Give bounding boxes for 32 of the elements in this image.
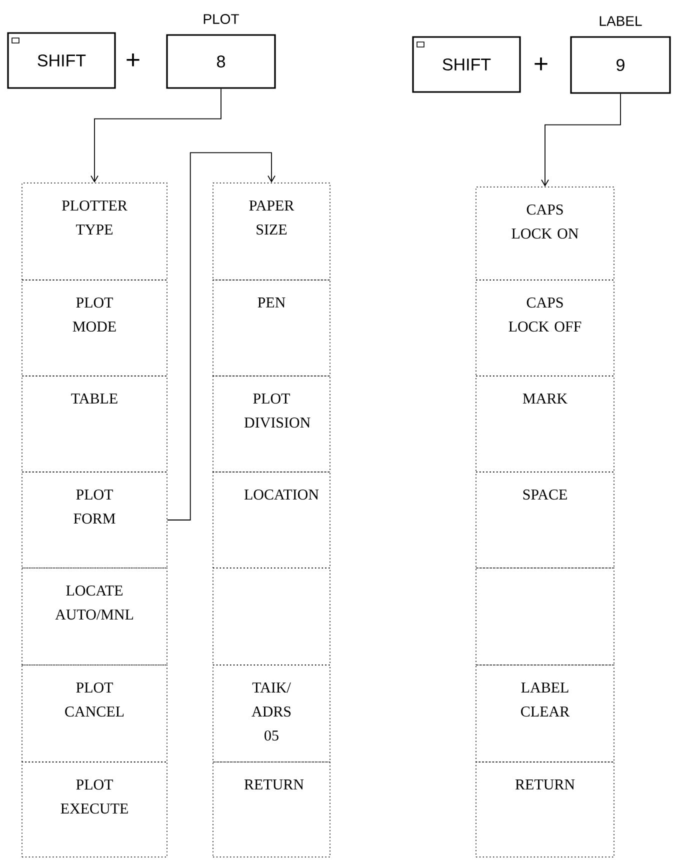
menu-cell: RETURN [212, 762, 330, 858]
key: 9 [570, 36, 671, 94]
key: 8 [166, 34, 276, 89]
empty-cell [476, 568, 614, 666]
arrow [166, 152, 276, 520]
key-caption: LABEL [600, 16, 642, 26]
menu-cell: MARK [476, 376, 614, 472]
menu-cell: LABEL CLEAR [476, 664, 614, 762]
key: SHIFT [7, 32, 116, 89]
menu-cell: PLOTTER TYPE [22, 182, 168, 280]
arrow [90, 88, 222, 183]
menu-cell: PEN [212, 280, 330, 376]
menu-cell: PAPER SIZE [212, 182, 330, 280]
plus-sign: + [534, 58, 548, 70]
arrow [541, 93, 621, 187]
menu-cell: CAPS LOCK OFF [476, 280, 614, 376]
key: SHIFT [412, 36, 521, 93]
menu-cell: PLOT DIVISION [212, 376, 330, 472]
menu-cell: TAIK/ ADRS 05 [212, 664, 330, 762]
plus-sign: + [126, 54, 140, 66]
menu-cell: RETURN [476, 762, 614, 858]
menu-cell: PLOT MODE [22, 280, 168, 376]
menu-cell: LOCATION [212, 472, 330, 568]
menu-cell: PLOT CANCEL [22, 664, 168, 762]
menu-cell: TABLE [22, 376, 168, 472]
menu-cell: PLOT EXECUTE [22, 762, 168, 858]
empty-cell [212, 568, 330, 666]
menu-cell: PLOT FORM [22, 472, 168, 568]
key-caption: PLOT [204, 14, 239, 24]
menu-cell: SPACE [476, 472, 614, 568]
menu-cell: CAPS LOCK ON [476, 186, 614, 280]
menu-cell: LOCATE AUTO/MNL [22, 568, 168, 666]
